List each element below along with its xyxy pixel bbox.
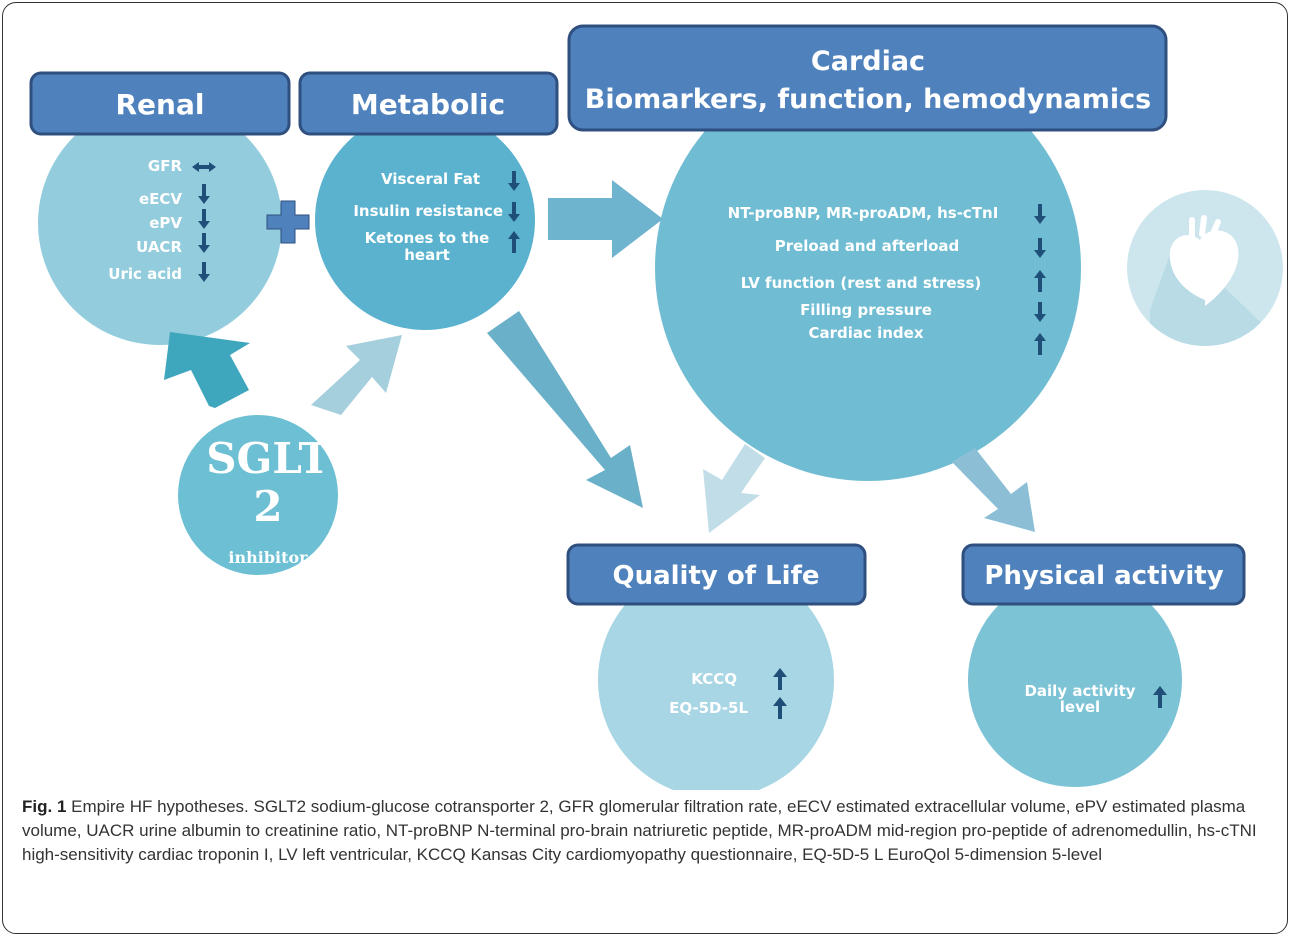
qol-title: Quality of Life [612,561,819,591]
cardiac-title-line2: Biomarkers, function, hemodynamics [585,84,1151,115]
arrow-sglt-to-renal [164,332,250,408]
physical-activity-circle [968,573,1182,787]
arrow-metabolic-to-cardiac [548,180,663,258]
metabolic-item-visceral-fat: Visceral Fat [381,170,480,188]
pa-header: Physical activity [961,543,1246,606]
cardiac-header: Cardiac Biomarkers, function, hemodynami… [567,24,1168,132]
cardiac-items: NT-proBNP, MR-proADM, hs-cTnI Preload an… [728,204,1046,355]
metabolic-title: Metabolic [351,88,505,121]
arrow-down-icon [1034,302,1046,322]
sglt2-line2: 2 [253,482,282,531]
arrow-up-icon [1034,270,1046,292]
double-arrow-icon [192,162,216,172]
cardiac-circle [655,55,1081,481]
sglt2-label: SGLT 2 inhibitor [206,434,330,567]
arrow-metabolic-to-qol [487,311,643,508]
arrow-down-icon [1034,204,1046,224]
arrow-up-icon [773,697,787,719]
qol-circle [598,562,834,790]
renal-item-gfr: GFR [148,157,183,175]
sglt2-line3: inhibitor [228,548,308,567]
renal-item-epv: ePV [149,214,182,232]
arrow-down-icon [508,171,520,191]
cardiac-item-biomarkers: NT-proBNP, MR-proADM, hs-cTnI [728,204,999,222]
metabolic-item-heart: heart [404,246,450,264]
renal-item-eecv: eECV [139,190,182,208]
empire-hf-diagram: Renal Metabolic Cardiac Biomarkers, func… [29,24,1283,790]
renal-title: Renal [116,88,205,121]
pa-title: Physical activity [984,561,1223,591]
arrow-cardiac-to-pa [952,448,1035,532]
renal-circle [38,101,282,345]
arrow-up-icon [508,231,520,253]
cardiac-title-line1: Cardiac [811,46,925,77]
caption-text: Empire HF hypotheses. SGLT2 sodium-gluco… [22,797,1257,864]
arrow-down-icon [198,209,210,229]
pa-item-level: level [1060,698,1100,716]
qol-items: KCCQ EQ-5D-5L [669,668,787,719]
renal-items: GFR eECV ePV UACR Uric acid [108,157,216,283]
qol-header: Quality of Life [566,543,867,606]
arrow-down-icon [198,233,210,253]
cardiac-item-preload: Preload and afterload [775,237,960,255]
cardiac-item-lv-function: LV function (rest and stress) [741,274,982,292]
arrow-down-icon [198,262,210,282]
cardiac-item-filling: Filling pressure [800,301,932,319]
caption-label: Fig. 1 [22,797,67,816]
metabolic-item-insulin: Insulin resistance [353,202,503,220]
heart-icon [1127,190,1283,346]
metabolic-items: Visceral Fat Insulin resistance Ketones … [353,170,520,264]
arrow-down-icon [508,202,520,222]
renal-item-uacr: UACR [136,238,182,256]
pa-items: Daily activity level [1024,682,1167,716]
arrow-down-icon [1034,238,1046,258]
arrow-up-icon [1034,333,1046,355]
arrow-sglt-to-metabolic [311,335,402,415]
qol-item-kccq: KCCQ [691,670,737,688]
sglt2-line1: SGLT [206,434,330,483]
qol-item-eq5d: EQ-5D-5L [669,699,748,717]
pa-item-daily: Daily activity [1024,682,1135,700]
plus-icon [266,200,310,244]
renal-header: Renal [29,71,291,136]
metabolic-item-ketones: Ketones to the [365,229,490,247]
metabolic-circle [315,110,535,330]
arrow-down-icon [198,184,210,204]
figure-caption: Fig. 1 Empire HF hypotheses. SGLT2 sodiu… [22,795,1272,867]
cardiac-item-cardiac-index: Cardiac index [808,324,923,342]
arrow-up-icon [1153,686,1167,708]
renal-item-uric-acid: Uric acid [108,265,182,283]
arrow-up-icon [773,668,787,690]
metabolic-header: Metabolic [298,71,559,136]
arrow-cardiac-to-qol [703,444,765,533]
sglt2-circle [178,415,338,575]
